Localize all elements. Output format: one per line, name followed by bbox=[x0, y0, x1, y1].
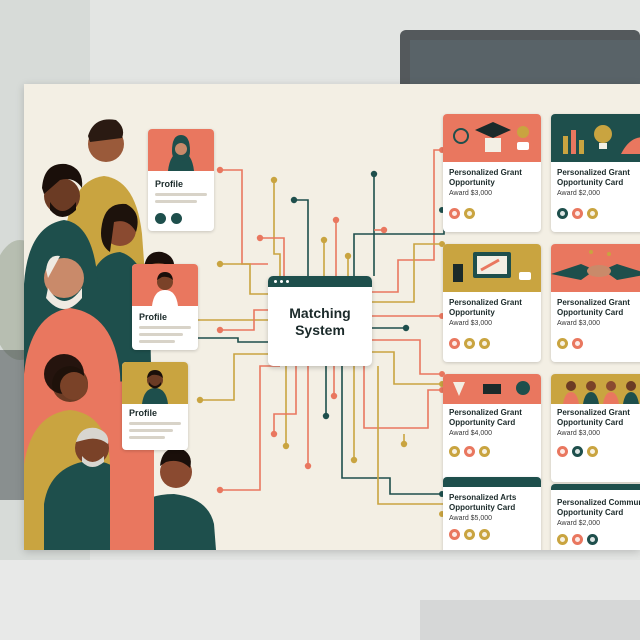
category-icon bbox=[557, 534, 568, 545]
opportunity-title: Personalized Communi bbox=[557, 498, 640, 507]
opportunity-title: Personalized Grant bbox=[557, 168, 630, 177]
category-icon bbox=[464, 446, 475, 457]
growth-ideas-illustration bbox=[551, 114, 640, 162]
bearded-man-avatar-icon bbox=[142, 370, 168, 404]
category-icon bbox=[572, 338, 583, 349]
category-icon bbox=[464, 529, 475, 540]
opportunity-title-line2: Opportunity Card bbox=[557, 508, 624, 517]
opportunity-title: Personalized Grant bbox=[449, 408, 522, 417]
profile-card-2[interactable]: Profile bbox=[132, 264, 198, 350]
opportunity-award: Award $3,000 bbox=[557, 430, 601, 437]
category-icon bbox=[557, 446, 568, 457]
opportunity-title: Personalized Grant bbox=[557, 408, 630, 417]
hub-title-line2: System bbox=[295, 322, 345, 338]
profile-label: Profile bbox=[129, 408, 158, 418]
profile-card-3[interactable]: Profile bbox=[122, 362, 188, 450]
category-icon bbox=[449, 446, 460, 457]
category-icon bbox=[572, 534, 583, 545]
matching-system-hub[interactable]: Matching System bbox=[268, 276, 372, 366]
opportunity-award: Award $3,000 bbox=[449, 320, 493, 327]
hijab-woman-icon bbox=[168, 135, 194, 171]
category-icon bbox=[572, 446, 583, 457]
creative-tools-illustration bbox=[443, 374, 541, 404]
category-icon bbox=[479, 529, 490, 540]
education-illustration bbox=[443, 114, 541, 162]
community-group-illustration bbox=[551, 374, 640, 404]
category-icon bbox=[449, 529, 460, 540]
opportunity-card-6[interactable]: Personalized Grant Opportunity Card Awar… bbox=[551, 374, 640, 482]
category-icon bbox=[464, 338, 475, 349]
category-icon bbox=[572, 208, 583, 219]
matching-system-illustration: Profile Profile Profile bbox=[24, 84, 640, 550]
opportunity-title-line2: Opportunity Card bbox=[557, 178, 624, 187]
category-icon bbox=[479, 338, 490, 349]
hub-title-line1: Matching bbox=[289, 305, 351, 321]
opportunity-card-3[interactable]: Personalized Grant Opportunity Award $3,… bbox=[443, 244, 541, 362]
opportunity-card-1[interactable]: Personalized Grant Opportunity Award $3,… bbox=[443, 114, 541, 232]
opportunity-title-line2: Opportunity bbox=[449, 308, 495, 317]
handshake-illustration bbox=[551, 244, 640, 292]
opportunity-card-8[interactable]: Personalized Communi Opportunity Card Aw… bbox=[551, 484, 640, 550]
card-header-bar bbox=[443, 477, 541, 487]
opportunity-title-line2: Opportunity Card bbox=[449, 418, 516, 427]
man-avatar-icon bbox=[152, 272, 178, 306]
category-icon bbox=[449, 338, 460, 349]
profile-label: Profile bbox=[155, 179, 184, 189]
opportunity-card-4[interactable]: Personalized Grant Opportunity Card Awar… bbox=[551, 244, 640, 362]
category-icon bbox=[587, 208, 598, 219]
opportunity-card-7[interactable]: Personalized Arts Opportunity Card Award… bbox=[443, 477, 541, 550]
opportunity-award: Award $3,000 bbox=[449, 190, 493, 197]
profile-card-1[interactable]: Profile bbox=[148, 129, 214, 231]
opportunity-award: Award $4,000 bbox=[449, 430, 493, 437]
opportunity-award: Award $3,000 bbox=[557, 320, 601, 327]
category-icon bbox=[449, 208, 460, 219]
opportunity-title: Personalized Arts bbox=[449, 493, 517, 502]
opportunity-award: Award $2,000 bbox=[557, 190, 601, 197]
opportunity-title: Personalized Grant bbox=[557, 298, 630, 307]
category-icon bbox=[464, 208, 475, 219]
opportunity-card-5[interactable]: Personalized Grant Opportunity Card Awar… bbox=[443, 374, 541, 482]
category-icon bbox=[587, 446, 598, 457]
opportunity-title-line2: Opportunity bbox=[449, 178, 495, 187]
profile-label: Profile bbox=[139, 312, 168, 322]
category-icon bbox=[479, 446, 490, 457]
opportunity-title-line2: Opportunity Card bbox=[449, 503, 516, 512]
opportunity-title-line2: Opportunity Card bbox=[557, 308, 624, 317]
profile-user-icon bbox=[155, 213, 166, 224]
opportunity-title-line2: Opportunity Card bbox=[557, 418, 624, 427]
opportunity-card-2[interactable]: Personalized Grant Opportunity Card Awar… bbox=[551, 114, 640, 232]
opportunity-title: Personalized Grant bbox=[449, 298, 522, 307]
opportunity-award: Award $2,000 bbox=[557, 520, 601, 527]
category-icon bbox=[587, 534, 598, 545]
opportunity-title: Personalized Grant bbox=[449, 168, 522, 177]
profile-id-icon bbox=[171, 213, 182, 224]
card-header-bar bbox=[551, 484, 640, 490]
art-supplies-illustration bbox=[443, 244, 541, 292]
hub-title-bar bbox=[268, 276, 372, 287]
category-icon bbox=[557, 338, 568, 349]
category-icon bbox=[557, 208, 568, 219]
opportunity-award: Award $5,000 bbox=[449, 515, 493, 522]
